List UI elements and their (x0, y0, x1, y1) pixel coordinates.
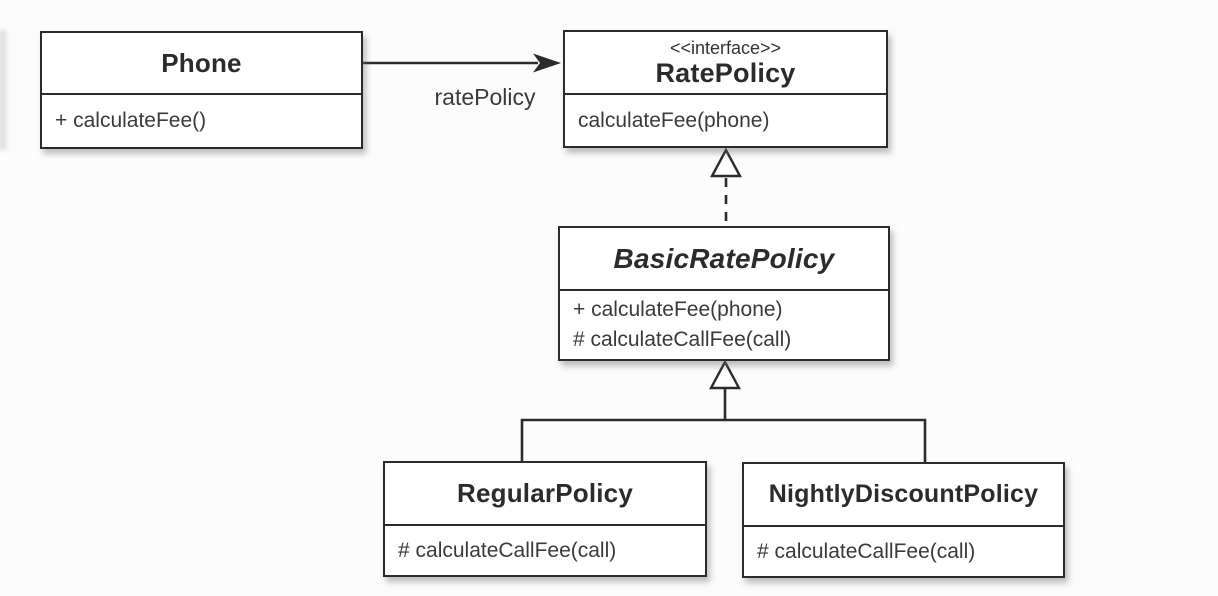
class-title-section: BasicRatePolicy (560, 228, 888, 291)
interface-stereotype: <<interface>> (669, 38, 782, 58)
class-box-ratepolicy: <<interface>> RatePolicy calculateFee(ph… (563, 30, 888, 148)
association-arrow (363, 53, 561, 73)
class-members-section: # calculateCallFee(call) (744, 527, 1063, 576)
realization-connector (709, 147, 743, 225)
class-box-nightlydiscountpolicy: NightlyDiscountPolicy # calculateCallFee… (742, 462, 1065, 578)
scan-artifact (0, 30, 9, 150)
class-name-ratepolicy: RatePolicy (655, 58, 796, 88)
class-members-section: # calculateCallFee(call) (385, 526, 705, 575)
class-members-section: calculateFee(phone) (565, 95, 886, 146)
class-title-section: <<interface>> RatePolicy (565, 32, 886, 95)
class-title-section: Phone (42, 33, 361, 95)
arrowhead-solid (533, 53, 561, 73)
class-members-section: + calculateFee() (42, 95, 361, 147)
class-name-nightlydiscountpolicy: NightlyDiscountPolicy (768, 480, 1039, 508)
class-members-section: + calculateFee(phone) # calculateCallFee… (560, 291, 888, 359)
class-box-basicratepolicy: BasicRatePolicy + calculateFee(phone) # … (558, 226, 890, 361)
arrowhead-hollow-triangle (708, 359, 742, 390)
class-title-section: RegularPolicy (385, 463, 705, 526)
method-calculate-fee-phone: calculateFee(phone) (578, 108, 770, 132)
method-calculate-call-fee: # calculateCallFee(call) (398, 538, 617, 562)
association-label: ratePolicy (434, 84, 536, 110)
class-box-regularpolicy: RegularPolicy # calculateCallFee(call) (383, 461, 707, 577)
arrowhead-hollow-triangle (709, 147, 743, 178)
class-name-regularpolicy: RegularPolicy (457, 478, 633, 508)
class-name-phone: Phone (161, 47, 242, 78)
class-box-phone: Phone + calculateFee() (40, 31, 363, 149)
method-calculate-fee: + calculateFee() (55, 109, 207, 132)
method-calculate-fee-phone: + calculateFee(phone) (573, 298, 783, 321)
class-name-basicratepolicy: BasicRatePolicy (613, 242, 835, 274)
method-calculate-call-fee: # calculateCallFee(call) (757, 539, 976, 563)
generalization-connector (520, 359, 927, 462)
method-calculate-call-fee: # calculateCallFee(call) (573, 328, 792, 351)
class-title-section: NightlyDiscountPolicy (744, 464, 1063, 527)
